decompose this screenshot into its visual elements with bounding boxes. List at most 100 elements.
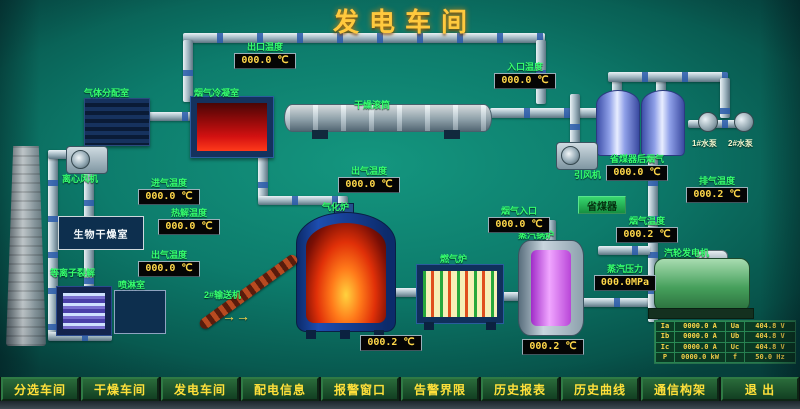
generator-data-table: Ia 0000.0 A Ua 404.8 V Ib 0000.0 A Ub 40… xyxy=(654,320,796,364)
gauge-value: 000.0 ℃ xyxy=(488,217,550,233)
gauge-value: 000.0MPa xyxy=(594,275,656,291)
nav-alarm-window[interactable]: 报警窗口 xyxy=(321,377,399,401)
steam-boiler-core xyxy=(531,250,571,326)
gauge-value: 000.0 ℃ xyxy=(338,177,400,193)
nav-history-report[interactable]: 历史报表 xyxy=(481,377,559,401)
pipe-condenser-down xyxy=(258,152,268,200)
flue-gas-condenser xyxy=(190,96,274,158)
nav-comm-framework[interactable]: 通信构架 xyxy=(641,377,719,401)
pump2-label: 2#水泵 xyxy=(728,139,753,148)
drying-drum-label: 干燥滚筒 xyxy=(354,100,391,110)
plasma-label: 等离子裂解 xyxy=(50,268,96,278)
gauge-exhaust-temp: 排气温度 000.2 ℃ xyxy=(686,176,748,203)
furnace-leg xyxy=(486,322,496,330)
table-cell: f xyxy=(726,352,744,362)
gauge-label: 进气温度 xyxy=(150,178,187,188)
gauge-label: 蒸汽压力 xyxy=(606,264,643,274)
gauge-label: 入口温度 xyxy=(506,62,543,72)
table-cell: Uc xyxy=(726,342,744,352)
drum-stand xyxy=(444,130,460,139)
induced-fan-label: 引风机 xyxy=(574,170,602,180)
nav-alarm-limits[interactable]: 告警界限 xyxy=(401,377,479,401)
table-cell: 50.0 Hz xyxy=(745,352,795,362)
table-cell: 0000.0 A xyxy=(675,332,725,342)
pipe-gasdist-condenser xyxy=(148,112,192,121)
bio-drying-room: 生物干燥室 xyxy=(58,216,144,250)
table-cell: 0000.0 A xyxy=(675,342,725,352)
spray-room xyxy=(114,290,166,334)
water-tank-1 xyxy=(596,90,640,156)
pipe-boiler-generator xyxy=(580,298,656,307)
pipe-drum-to-tanks xyxy=(490,108,602,118)
gauge-value: 000.0 ℃ xyxy=(234,53,296,69)
condenser-label: 烟气冷凝室 xyxy=(194,88,240,98)
steam-boiler xyxy=(518,240,584,336)
gas-furnace-flame-display xyxy=(423,271,497,317)
table-cell: 404.8 V xyxy=(745,322,795,332)
gauge-value: 000.2 ℃ xyxy=(686,187,748,203)
gauge-label: 热解温度 xyxy=(170,208,207,218)
nav-bar: 分选车间 干燥车间 发电车间 配电信息 报警窗口 告警界限 历史报表 历史曲线 … xyxy=(0,377,800,401)
gauge-outlet-temp: 出口温度 000.0 ℃ xyxy=(234,42,296,69)
gas-furnace xyxy=(416,264,504,324)
gauge-label: 省煤器后烟气 xyxy=(609,154,664,164)
gauge-value: 000.0 ℃ xyxy=(158,219,220,235)
gasifier-vessel xyxy=(296,212,396,332)
gauge-label: 烟气温度 xyxy=(628,216,665,226)
table-cell: Ia xyxy=(656,322,674,332)
gauge-flue-inlet: 烟气入口 000.0 ℃ xyxy=(488,206,550,233)
nav-power-distribution-info[interactable]: 配电信息 xyxy=(241,377,319,401)
flow-arrows-icon: →→ xyxy=(222,308,250,324)
pipe-left-riser xyxy=(183,40,193,102)
table-cell: 404.8 V xyxy=(745,342,795,352)
water-pump-2 xyxy=(734,112,754,132)
nav-history-curve[interactable]: 历史曲线 xyxy=(561,377,639,401)
pipe-tank-header xyxy=(608,72,728,82)
gauge-label: 出气温度 xyxy=(350,166,387,176)
gas-distribution-room-label: 气体分配室 xyxy=(84,88,130,98)
induced-draft-fan xyxy=(556,142,598,170)
gauge-label: 出口温度 xyxy=(246,42,283,52)
gauge-value: 000.2 ℃ xyxy=(360,335,422,351)
bio-drying-room-label: 生物干燥室 xyxy=(73,229,129,241)
plasma-core xyxy=(63,293,105,329)
nav-drying-workshop[interactable]: 干燥车间 xyxy=(81,377,159,401)
gauge-outgas-temp-left: 出气温度 000.0 ℃ xyxy=(138,250,200,277)
nav-sorting-workshop[interactable]: 分选车间 xyxy=(1,377,79,401)
gauge-value: 000.0 ℃ xyxy=(138,189,200,205)
turbine-generator-label: 汽轮发电机 xyxy=(664,248,710,258)
nav-exit[interactable]: 退 出 xyxy=(721,377,799,401)
generator-base xyxy=(648,308,754,319)
drum-stand xyxy=(312,130,328,139)
spray-room-label: 喷淋室 xyxy=(118,280,146,290)
gauge-value: 000.0 ℃ xyxy=(138,261,200,277)
gauge-boiler-bottom: 000.2 ℃ xyxy=(522,338,584,355)
gauge-value: 000.2 ℃ xyxy=(616,227,678,243)
pipe-fan2-up xyxy=(570,94,580,144)
table-cell: Ub xyxy=(726,332,744,342)
gasifier-leg xyxy=(340,330,350,339)
pipe-to-pumps xyxy=(720,78,730,118)
nav-power-workshop[interactable]: 发电车间 xyxy=(161,377,239,401)
gauge-label: 烟气入口 xyxy=(500,206,537,216)
gas-distribution-room xyxy=(84,98,150,146)
gauge-value: 000.2 ℃ xyxy=(522,339,584,355)
centrifugal-fan-label: 离心风机 xyxy=(62,174,99,184)
gasifier-leg xyxy=(306,330,316,339)
gauge-inlet-temp: 入口温度 000.0 ℃ xyxy=(494,62,556,89)
gauge-label: 出气温度 xyxy=(150,250,187,260)
plasma-cracker xyxy=(56,286,112,336)
economizer-tag: 省煤器 xyxy=(578,196,626,214)
table-cell: Ic xyxy=(656,342,674,352)
gauge-economizer-after: 省煤器后烟气 000.0 ℃ xyxy=(606,154,668,181)
gauge-value: 000.0 ℃ xyxy=(606,165,668,181)
table-cell: Ua xyxy=(726,322,744,332)
economizer-label: 省煤器 xyxy=(587,201,617,213)
gauge-value: 000.0 ℃ xyxy=(494,73,556,89)
page-title: 发电车间 xyxy=(332,7,477,37)
chimney xyxy=(6,146,46,346)
gauge-outgas-temp-center: 出气温度 000.0 ℃ xyxy=(338,166,400,193)
centrifugal-fan xyxy=(66,146,108,174)
furnace-leg xyxy=(424,322,434,330)
table-cell: P xyxy=(656,352,674,362)
